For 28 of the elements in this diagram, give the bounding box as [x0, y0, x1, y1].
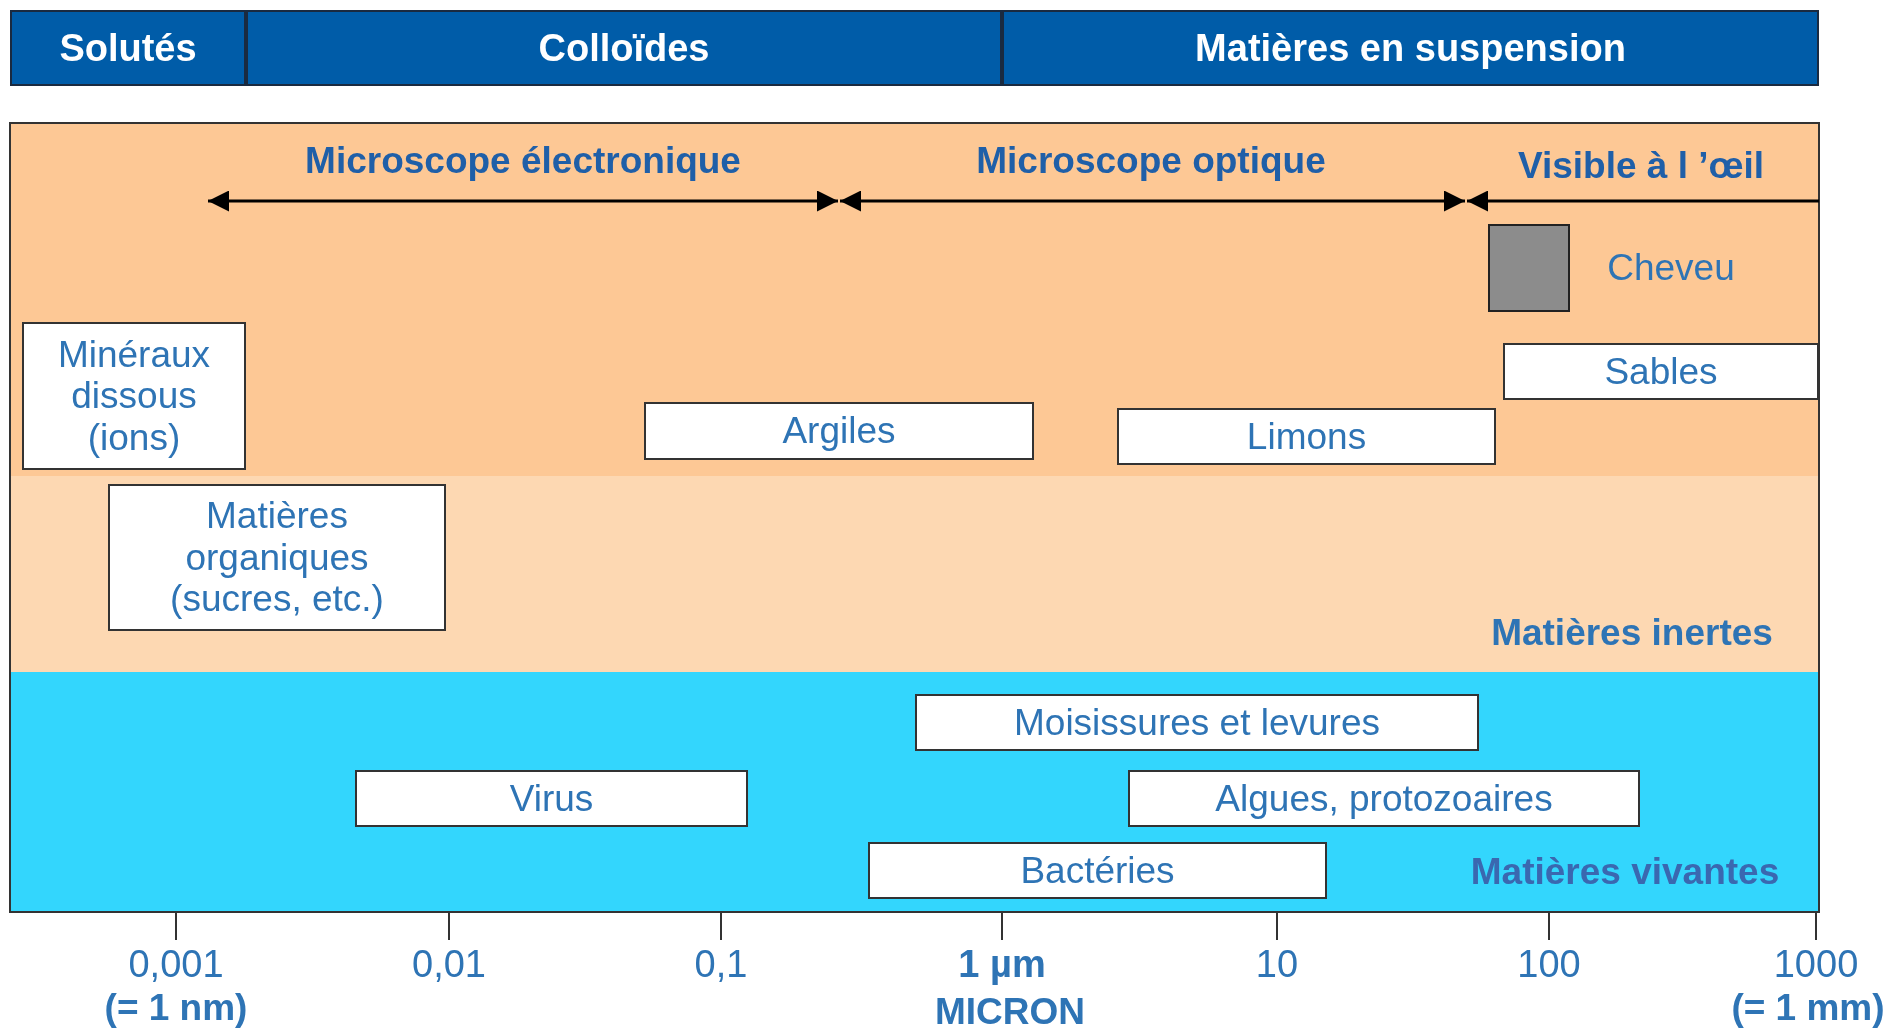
tick-label: 0,01 — [412, 942, 486, 986]
tick-label: 0,1 — [694, 942, 748, 986]
particle-box: Limons — [1117, 408, 1496, 465]
tick-label: 100 — [1517, 942, 1581, 986]
particle-box: Argiles — [644, 402, 1034, 460]
unit-label: MICRON — [935, 991, 1085, 1033]
tick-label: 1000 — [1773, 942, 1859, 986]
range-label: Microscope électronique — [305, 140, 741, 182]
unit-label: (= 1 nm) — [104, 987, 248, 1029]
swatch-label: Cheveu — [1607, 247, 1735, 289]
particle-box: Matières organiques (sucres, etc.) — [108, 484, 446, 631]
group-label: Matières inertes — [1491, 612, 1773, 654]
particle-box: Virus — [355, 770, 748, 827]
range-label: Microscope optique — [976, 140, 1326, 182]
tick-label: 10 — [1255, 942, 1299, 986]
particle-box: Sables — [1503, 343, 1819, 400]
category-header: Colloïdes — [246, 10, 1002, 86]
tick-label: 0,001 — [128, 942, 224, 986]
particle-box: Bactéries — [868, 842, 1327, 899]
tick-label: 1 µm — [958, 942, 1046, 986]
group-label: Matières vivantes — [1470, 851, 1780, 893]
particle-box: Moisissures et levures — [915, 694, 1479, 751]
category-header: Matières en suspension — [1002, 10, 1819, 86]
range-label: Visible à l ’œil — [1517, 145, 1765, 187]
particle-box: Algues, protozoaires — [1128, 770, 1640, 827]
category-header: Solutés — [10, 10, 246, 86]
particle-box: Minéraux dissous (ions) — [22, 322, 246, 470]
unit-label: (= 1 mm) — [1731, 987, 1885, 1029]
